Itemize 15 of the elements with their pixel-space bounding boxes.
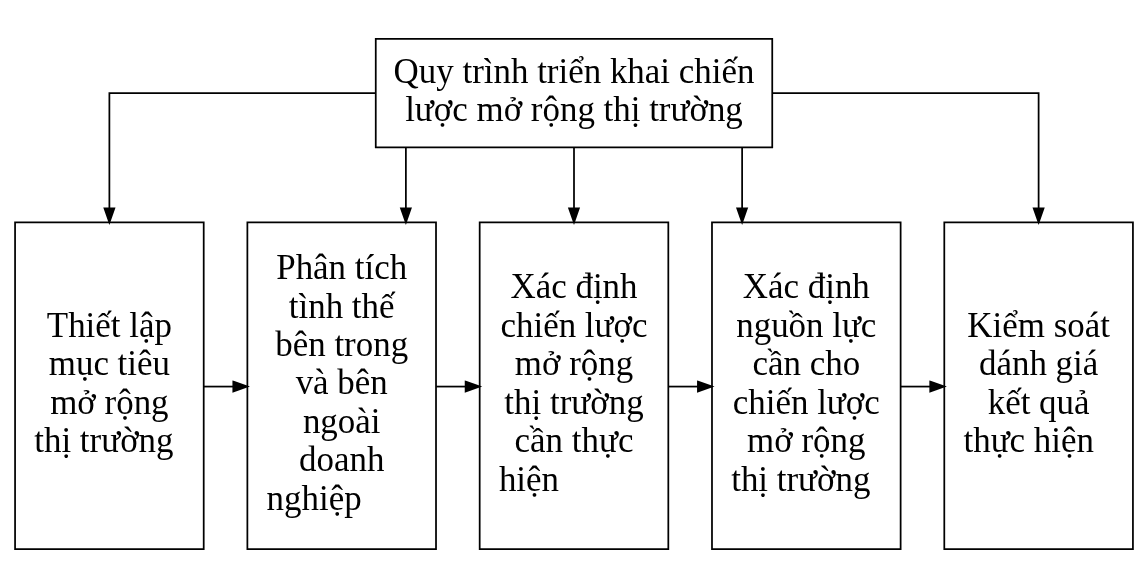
arrow [399, 146, 412, 225]
node-box: Kiểm soát dánh giá kết quả thực hiện [943, 221, 1134, 550]
node-box: Thiết lập mục tiêu mở rộng thị trường [14, 221, 205, 550]
arrow [567, 146, 581, 225]
arrow [103, 91, 377, 225]
arrow [771, 91, 1045, 225]
arrow [203, 379, 250, 393]
arrow [667, 379, 715, 393]
node-box: Xác định nguồn lực cần cho chiến lược mở rộng thị trường [711, 221, 902, 550]
arrow [736, 146, 749, 225]
node-box: Quy trình triển khai chiến lược mở rộng thị trường [374, 37, 774, 148]
node-box: Phân tích tình thế bên trong và bên ngoài doanh nghiệp [246, 221, 437, 550]
arrow [435, 379, 483, 393]
arrow [899, 379, 947, 393]
node-box: Xác định chiến lược mở rộng thị trường cần thực hiện [478, 221, 670, 550]
